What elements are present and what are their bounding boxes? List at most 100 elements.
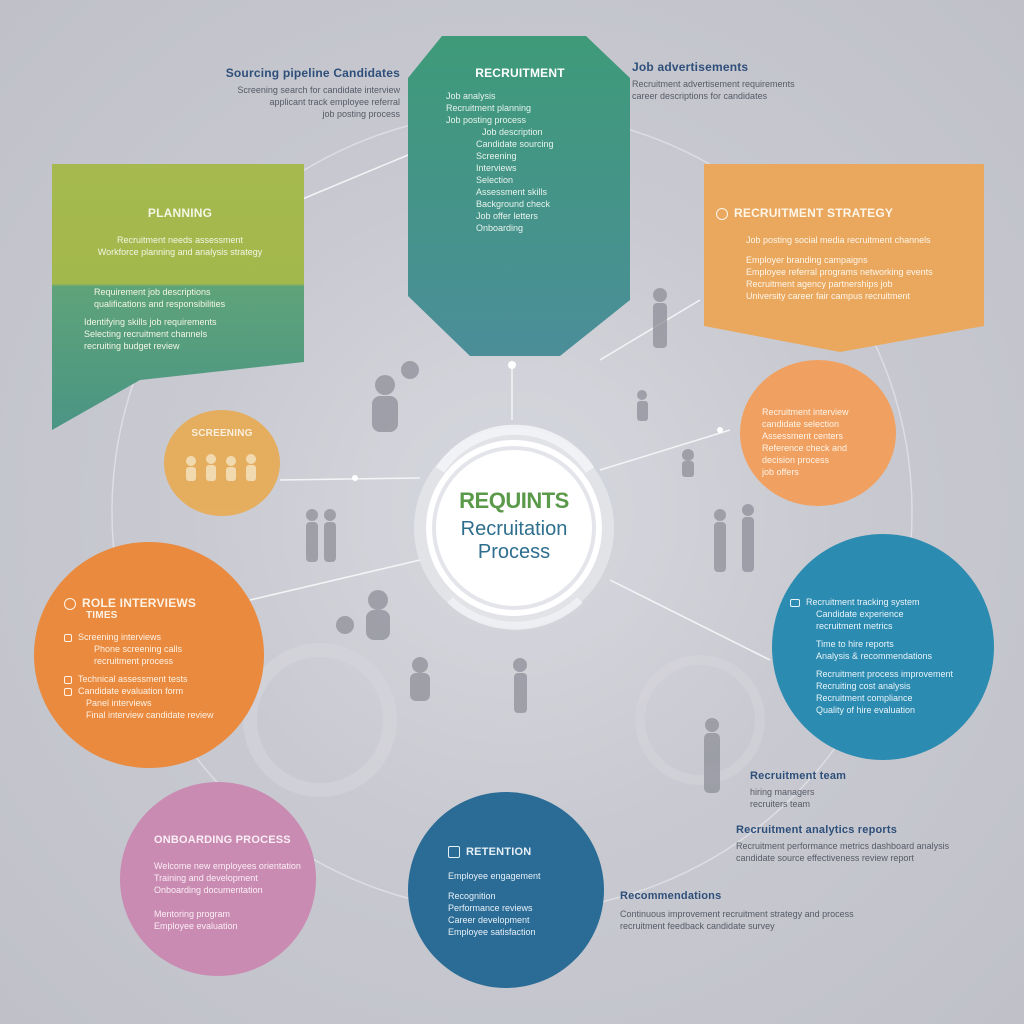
note-line: Screening search for candidate interview [237,85,400,95]
teal-box-line: Interviews [476,163,517,173]
teal-box-line: Selection [476,175,514,185]
top-right-note: Job advertisements Recruitment advertise… [632,60,832,102]
person-figure [336,616,354,634]
peach-circle-line: Assessment centers [762,431,844,441]
person-figure [410,657,430,701]
people-group-icon [186,454,256,481]
note-line: Recruitment advertisement requirements [632,79,795,89]
person-figure [324,509,336,562]
navy-circle-line: Career development [448,915,530,926]
peach-circle-line: candidate selection [762,419,840,429]
note-title: Recommendations [620,890,722,902]
orange-box-line: Job posting social media recruitment cha… [746,235,931,245]
teal-box-line: Screening [476,151,517,161]
person-figure [306,509,318,562]
bottom-right-note: Recommendations Continuous improvement r… [620,890,930,932]
note-line: candidate source effectiveness review re… [736,853,914,863]
orange-box-line: Employee referral programs networking ev… [746,267,933,277]
note-title: Recruitment analytics reports [736,824,898,836]
green-box-subtitle: Workforce planning and analysis strategy [97,247,263,257]
blue-circle-line: Analysis & recommendations [816,651,933,661]
note-line: recruiters team [750,799,811,809]
green-box-line: qualifications and responsibilities [94,299,226,309]
teal-box-line: Job description [482,127,543,137]
green-box-subtitle: Recruitment needs assessment [116,235,244,245]
orange-circle-title: ROLE INTERVIEWS [64,596,196,610]
note-line: Recruitment performance metrics dashboar… [736,841,950,851]
orange-circle-line: Technical assessment tests [64,673,188,685]
navy-circle-title: RETENTION [448,846,531,859]
center-line1: Recruitation [460,518,568,540]
orange-circle-line-text: Screening interviews [78,632,162,642]
lower-right-note: Recruitment analytics reports Recruitmen… [736,824,986,864]
person-figure [513,658,527,713]
orange-circle-line-text: Technical assessment tests [78,674,188,684]
green-box-line: Requirement job descriptions [94,287,211,297]
peach-circle: Recruitment interview candidate selectio… [740,360,896,506]
note-line: job posting process [322,109,400,119]
folder-icon [790,598,800,607]
teal-box: RECRUITMENT Job analysis Recruitment pla… [420,66,620,356]
navy-circle: RETENTION Employee engagement Recognitio… [408,792,604,988]
teal-box-line: Recruitment planning [446,103,532,113]
blue-circle-line: Recruiting cost analysis [816,681,911,691]
mid-right-note: Recruitment team hiring managers recruit… [750,770,890,810]
orange-circle: ROLE INTERVIEWS TIMES Screening intervie… [34,542,264,768]
note-title: Sourcing pipeline Candidates [225,66,400,80]
orange-circle-line-text: Candidate evaluation form [78,686,184,696]
note-line: applicant track employee referral [269,97,400,107]
orange-circle-title-text: ROLE INTERVIEWS [82,596,197,610]
navy-circle-line: Employee engagement [448,871,541,882]
blue-circle-line: Recruitment tracking system [790,596,920,608]
teal-box-line: Job posting process [446,115,527,125]
orange-circle-line: Phone screening calls [94,644,183,654]
orange-box-line: University career fair campus recruitmen… [746,291,911,301]
teal-box-line: Assessment skills [476,187,548,197]
orange-circle-line: Final interview candidate review [86,710,214,720]
pink-circle-line: Onboarding documentation [154,885,263,895]
teal-box-line: Job offer letters [476,211,538,221]
teal-box-line: Background check [476,199,551,209]
peach-circle-line: Reference check and [762,443,848,453]
person-figure [742,504,754,572]
center-heading: REQUINTS [459,488,569,513]
navy-circle-line: Performance reviews [448,903,533,914]
blue-circle-line: Quality of hire evaluation [816,705,916,715]
top-left-note: Sourcing pipeline Candidates Screening s… [160,66,400,120]
peach-circle-line: job offers [762,467,799,477]
document-icon [64,675,72,684]
blue-circle-line: Recruitment compliance [816,693,913,703]
person-figure [366,590,390,640]
pink-circle-line: Training and development [154,873,258,883]
peach-circle-line: Recruitment interview [762,407,849,417]
pink-circle: ONBOARDING PROCESS Welcome new employees… [120,782,316,976]
yellow-circle-title: SCREENING [191,428,253,439]
pink-circle-line: Mentoring program [154,909,231,919]
orange-circle-subtitle: TIMES [86,610,118,621]
note-line: career descriptions for candidates [632,91,768,101]
note-title: Job advertisements [632,60,749,74]
navy-circle-line: Employee satisfaction [448,927,536,938]
blue-circle-line: Time to hire reports [816,639,894,649]
teal-box-line: Onboarding [476,223,524,233]
orange-box-line: Recruitment agency partnerships job [746,279,893,289]
teal-box-title: RECRUITMENT [475,66,565,80]
pink-circle-line: Employee evaluation [154,921,238,931]
yellow-circle: SCREENING [164,410,280,516]
green-box-line: Identifying skills job requirements [84,317,217,327]
teal-box-line: Job analysis [446,91,496,101]
orange-box: RECRUITMENT STRATEGY Job posting social … [716,206,976,336]
chart-icon [64,687,72,696]
note-line: recruitment feedback candidate survey [620,921,775,931]
person-figure [653,288,667,348]
green-box-line: Selecting recruitment channels [84,329,208,339]
center-label: REQUINTS Recruitation Process [434,488,594,578]
note-title: Recruitment team [750,770,847,782]
key-icon [64,633,72,642]
target-icon [716,207,728,220]
orange-box-line: Employer branding campaigns [746,255,868,265]
orange-circle-line: Candidate evaluation form [64,685,183,697]
blue-circle-line: recruitment metrics [816,621,893,631]
